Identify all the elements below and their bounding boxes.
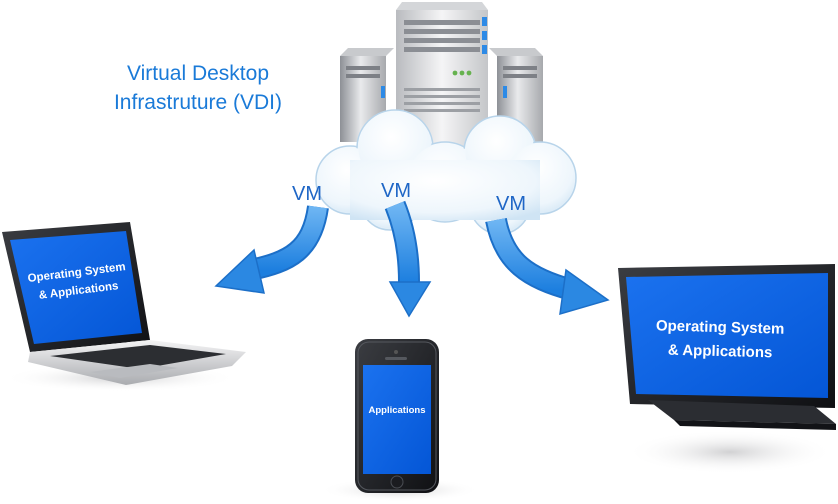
monitor-screen-line-1: Operating System (656, 317, 785, 337)
phone-screen (363, 365, 431, 474)
monitor-screen-line-2: & Applications (668, 342, 773, 362)
cloud-icon (315, 109, 577, 235)
laptop-icon: Operating System & Applications (2, 222, 246, 392)
title-line-1: Virtual Desktop (127, 62, 269, 85)
arrow-icon (214, 200, 610, 318)
monitor-screen (626, 273, 828, 398)
arrow-to-laptop (214, 205, 329, 294)
monitor-icon: Operating System & Applications (618, 264, 836, 474)
phone-screen-text: Applications (368, 405, 425, 416)
diagram-title: Virtual Desktop Infrastruture (VDI) (114, 62, 282, 114)
arrow-to-monitor (485, 217, 610, 316)
laptop-screen (10, 231, 142, 344)
title-line-2: Infrastruture (VDI) (114, 91, 282, 114)
vm-labels: VM VM VM (292, 180, 526, 215)
arrow-to-phone (384, 200, 432, 318)
vm-label-center: VM (381, 180, 411, 202)
smartphone-icon: Applications (320, 339, 480, 502)
vm-label-left: VM (292, 183, 322, 205)
vm-label-right: VM (496, 193, 526, 215)
